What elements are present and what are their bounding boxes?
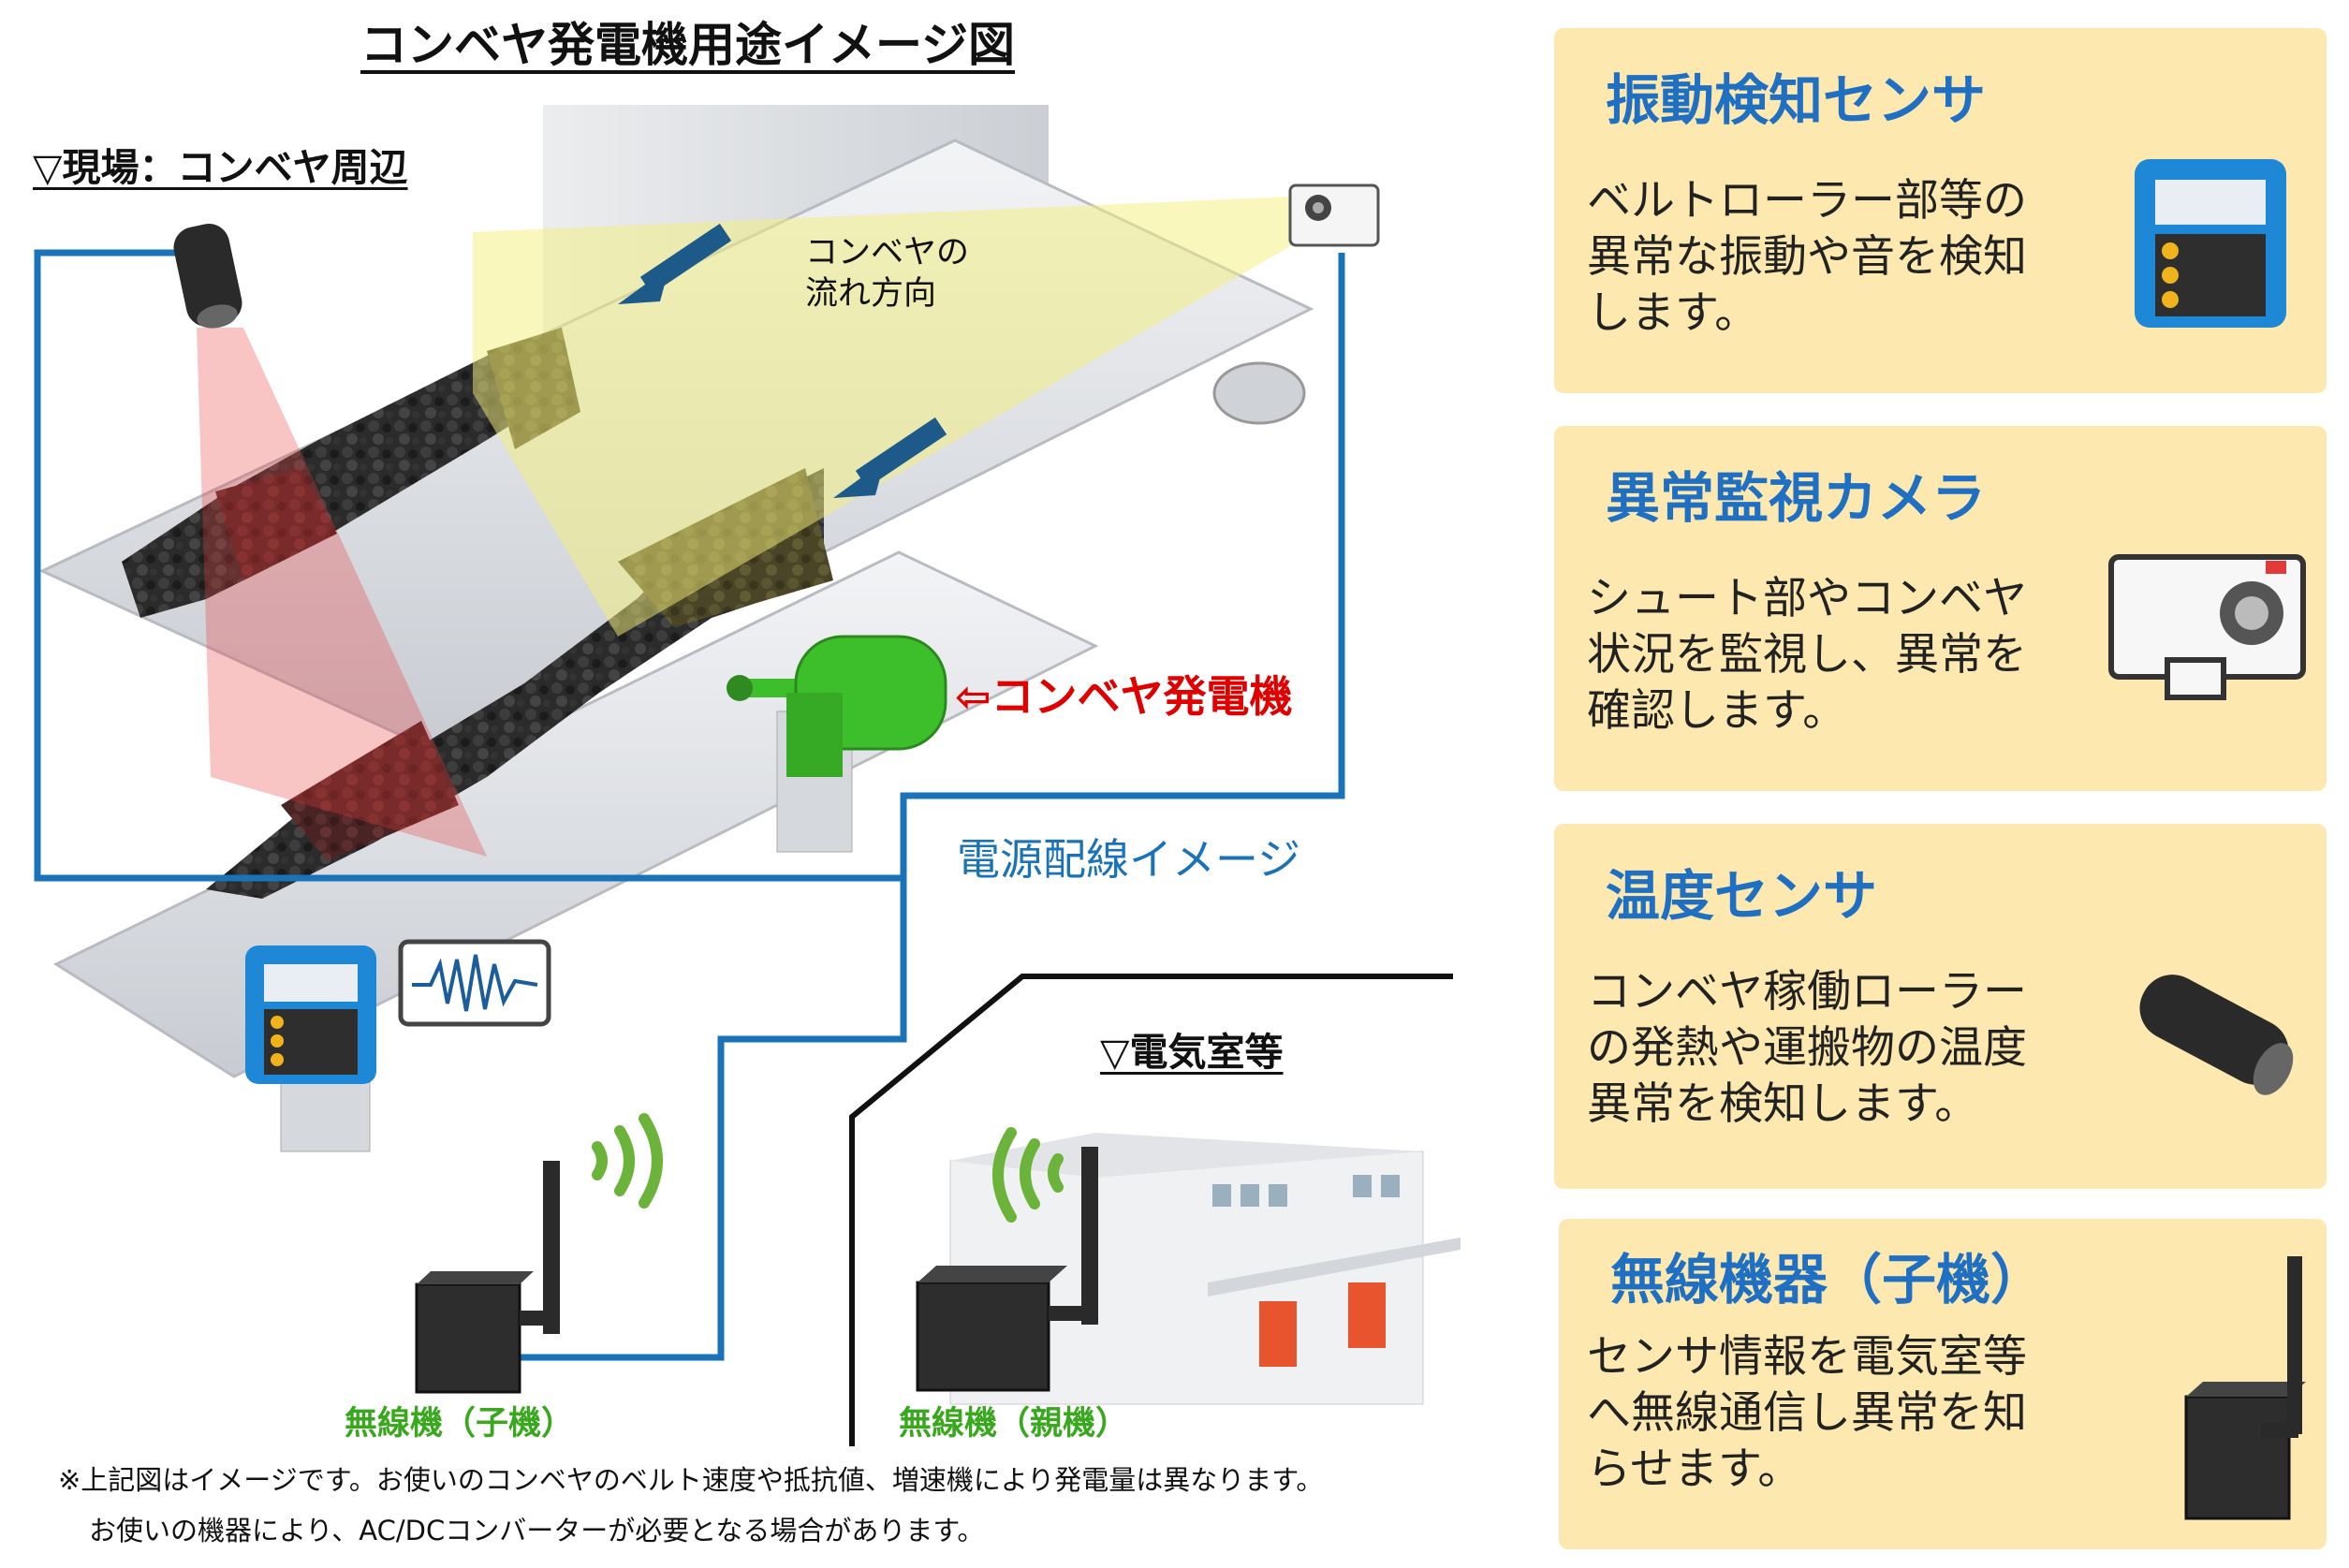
card-temperature-sensor: 温度センサ コンベヤ稼働ローラー の発熱や運搬物の温度 異常を検知します。 <box>1554 824 2327 1189</box>
card-title: 無線機器（子機） <box>1610 1248 2046 1312</box>
wireless-parent-label: 無線機（親機） <box>899 1405 1129 1443</box>
flow-arrow <box>618 223 732 304</box>
note-line-1: ※上記図はイメージです。お使いのコンベヤのベルト速度や抵抗値、増速機により発電量… <box>58 1464 1324 1496</box>
electrical-room-building <box>949 1133 1461 1405</box>
coal-load <box>122 328 562 618</box>
card-description: ベルトローラー部等の 異常な振動や音を検知 します。 <box>1587 175 2027 339</box>
card-title: 温度センサ <box>1606 864 1878 928</box>
card-wireless-device: 無線機器（子機） センサ情報を電気室等 へ無線通信し異常を知 らせます。 <box>1559 1219 2327 1549</box>
electrical-room-label: ▽電気室等 <box>1100 1030 1284 1075</box>
flow-direction-label: コンベヤの流れ方向 <box>805 234 970 313</box>
card-description: シュート部やコンベヤ 状況を監視し、異常を 確認します。 <box>1587 573 2027 737</box>
vibration-sensor-icon <box>2135 159 2286 328</box>
coal-load <box>215 468 337 580</box>
waveform-display <box>398 939 551 1027</box>
camera-icon <box>1288 183 1380 247</box>
camera-view-area <box>473 197 1292 637</box>
signal-waves-icon <box>992 1127 1064 1223</box>
room-separator <box>849 974 1453 1446</box>
card-description: コンベヤ稼働ローラー の発熱や運搬物の温度 異常を検知します。 <box>1587 966 2027 1130</box>
card-title: 異常監視カメラ <box>1606 466 1987 530</box>
wireless-device-icon <box>2184 1256 2306 1520</box>
flow-arrow <box>833 417 947 498</box>
coal-load <box>281 721 459 861</box>
conveyor-generator <box>727 635 947 777</box>
conveyor-diagram <box>34 105 1461 1446</box>
card-vibration-sensor: 振動検知センサ ベルトローラー部等の 異常な振動や音を検知 します。 <box>1554 28 2327 393</box>
vibration-sensor-icon <box>245 945 376 1084</box>
card-title: 振動検知センサ <box>1606 68 1987 132</box>
power-wiring-label: 電源配線イメージ <box>957 834 1301 885</box>
generator-label: ⇦コンベヤ発電機 <box>955 671 1293 722</box>
note-line-2: お使いの機器により、AC/DCコンバーターが必要となる場合があります。 <box>89 1515 985 1546</box>
card-description: センサ情報を電気室等 へ無線通信し異常を知 らせます。 <box>1587 1331 2027 1495</box>
wireless-child-label: 無線機（子機） <box>345 1405 575 1443</box>
wireless-child-device <box>415 1161 560 1394</box>
temperature-sensor-icon <box>2139 975 2294 1095</box>
wireless-parent-device <box>916 1147 1098 1392</box>
temperature-sensor-icon <box>173 224 242 329</box>
temperature-sensor-beam <box>197 328 487 857</box>
card-monitoring-camera: 異常監視カメラ シュート部やコンベヤ 状況を監視し、異常を 確認します。 <box>1554 426 2327 791</box>
site-label: ▽現場：コンベヤ周辺 <box>33 145 408 190</box>
power-wiring <box>34 249 1345 1361</box>
head-pulley <box>1212 361 1306 425</box>
camera-icon <box>2108 554 2306 700</box>
page-title: コンベヤ発電機用途イメージ図 <box>360 18 1015 72</box>
signal-waves-icon <box>592 1113 663 1209</box>
